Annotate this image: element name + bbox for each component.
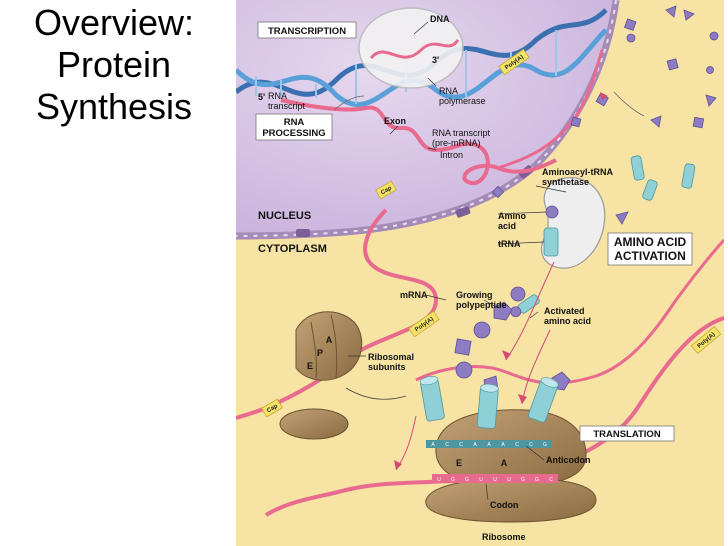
anticodon-label: Anticodon [546,455,591,465]
codon-base: U [437,477,441,483]
amino-acid-activation-label-2: ACTIVATION [614,249,686,263]
cap-tag: Cap [375,180,397,200]
codon-base: G [521,477,525,483]
mrna-label: mRNA [400,290,428,300]
title-line-2: Protein [56,44,172,85]
codon-base: G [535,477,539,483]
anticodon-bases: A C C A A A C C G [426,440,552,448]
free-trna [642,179,658,201]
cap-tag: Cap [261,398,283,418]
anticodon-base: G [543,442,547,448]
rna-polymerase-label-2: polymerase [439,96,486,106]
codon-base: C [549,477,553,483]
nascent-rna [369,39,460,60]
leader-lines [348,21,567,501]
cap-tag-text: Cap [266,403,279,414]
anticodon-base: A [487,442,491,448]
activated-amino-acid [510,294,540,318]
ribosomal-subunits [279,311,363,440]
pre-mrna-label-1: RNA transcript [432,128,491,138]
ribosomal-subunits-label-1: Ribosomal [368,352,414,362]
rna-processing-box: RNA PROCESSING [255,113,333,141]
anticodon-base: A [501,442,505,448]
ribosome-site-a: A [501,458,508,468]
rna-transcript-label-1: RNA [268,91,287,101]
codon-base: U [507,477,511,483]
growing-polypeptide-label-2: polypeptide [456,300,507,310]
anticodon-base: A [431,442,435,448]
protein-synthesis-diagram: Poly(A) Cap Poly(A) Cap Poly(A) [236,0,724,546]
rna-transcript-label-2: transcript [268,101,306,111]
ribosome-site-a: A [326,335,333,345]
nuclear-pore [296,229,310,237]
ribosomal-subunits-label-2: subunits [368,362,406,372]
intron-label: Intron [440,150,463,160]
free-trna [681,163,696,189]
amino-acid-activation-box: AMINO ACID ACTIVATION [607,232,693,266]
codon-base: U [493,477,497,483]
codon-base: G [465,477,469,483]
translation-label: TRANSLATION [593,429,661,440]
slide-title: Overview: Protein Synthesis [0,2,228,128]
arrowheads [394,92,608,470]
activated-amino-acid-label-2: amino acid [544,316,591,326]
three-prime-label: 3' [432,55,439,65]
amino-acid-activation-label-1: AMINO ACID [614,235,687,249]
cytoplasm-label: CYTOPLASM [258,243,327,255]
dna-label: DNA [430,14,450,24]
trna-label: tRNA [498,239,521,249]
pre-mrna-strand [280,98,557,186]
title-line-3: Synthesis [35,86,193,127]
codon-base: U [479,477,483,483]
rna-polymerase [358,7,464,89]
trna-a-site [527,377,559,423]
growing-polypeptide [454,286,526,407]
rna-processing-label-1: RNA [284,117,305,128]
ribosome-site-p: P [317,348,323,358]
rna-processing-label-2: PROCESSING [262,128,325,139]
anticodon-base: C [459,442,463,448]
ribosome-site-e: E [456,458,462,468]
pre-mrna-label-2: (pre-mRNA) [432,138,481,148]
amino-acid-label-2: acid [498,221,516,231]
anticodon-base: C [445,442,449,448]
free-amino-acids [491,5,719,225]
nuclear-pore [455,206,471,218]
transcription-label: TRANSCRIPTION [268,26,346,37]
cap-tag-text: Cap [380,185,393,196]
codon-bases: U G G U U U G G C [432,474,558,483]
growing-polypeptide-label-1: Growing [456,290,493,300]
rna-transcript-strand [497,49,604,170]
rna-polymerase-label-1: RNA [439,86,458,96]
mrna-strand-upper [415,238,724,385]
activated-amino-acid-label-1: Activated [544,306,585,316]
translation-box: TRANSLATION [579,425,675,442]
nucleus-label: NUCLEUS [258,210,311,222]
title-line-1: Overview: [33,2,195,43]
synthetase-label-1: Aminoacyl-tRNA [542,167,614,177]
anticodon-base: C [529,442,533,448]
amino-acid-label-1: Amino [498,211,527,221]
five-prime-label: 5' [258,92,265,102]
trna-p-site [476,383,499,429]
codon-label: Codon [490,500,519,510]
amino-acid-binding [545,205,559,219]
anticodon-base: A [473,442,477,448]
free-trna [630,155,645,181]
codon-base: G [451,477,455,483]
ribosome-site-e: E [307,361,313,371]
synthetase-label-2: synthetase [542,177,589,187]
trna-e-site [419,376,445,422]
exon-label: Exon [384,116,406,126]
trna-bound-synthetase [543,227,559,257]
anticodon-base: C [515,442,519,448]
transcription-box: TRANSCRIPTION [257,21,357,39]
ribosome-label: Ribosome [482,532,526,542]
